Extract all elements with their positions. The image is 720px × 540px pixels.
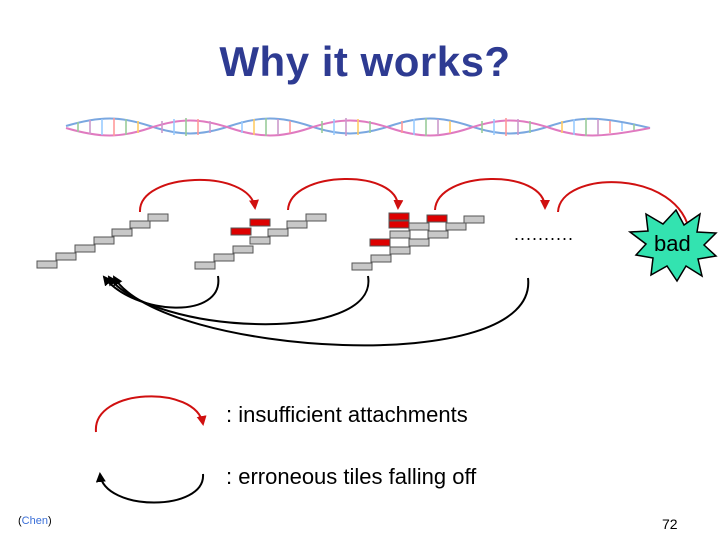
tile-staircase-1 <box>36 213 169 269</box>
legend-red-arrow <box>94 395 207 433</box>
tile-erroneous <box>388 220 410 229</box>
tile-erroneous <box>426 214 448 223</box>
black-arrow <box>112 275 530 347</box>
tile <box>129 220 151 229</box>
tile <box>389 246 411 255</box>
tile <box>55 252 77 261</box>
black-arrows <box>102 275 530 347</box>
credit: (Chen) <box>18 515 52 527</box>
legend-insufficient-attachments: : insufficient attachments <box>226 402 468 427</box>
red-arrow <box>434 178 550 211</box>
tile-erroneous <box>230 227 252 236</box>
black-arrow <box>102 275 220 309</box>
tile-erroneous <box>369 238 391 247</box>
tile <box>286 220 308 229</box>
page-number: 72 <box>662 516 678 532</box>
legend-erroneous-tiles: : erroneous tiles falling off <box>226 464 477 489</box>
black-arrow <box>107 275 370 326</box>
dna-helix-icon <box>65 117 651 137</box>
tile-erroneous <box>388 212 410 221</box>
slide-title: Why it works? <box>219 38 511 85</box>
tile <box>408 222 430 231</box>
tile <box>305 213 327 222</box>
red-arrow <box>138 179 259 213</box>
tile <box>147 213 169 222</box>
credit-name: Chen <box>21 515 48 527</box>
tile <box>427 230 449 239</box>
tile <box>249 236 271 245</box>
tile-staircase-3 <box>351 212 485 271</box>
tile <box>267 228 289 237</box>
ellipsis: .......... <box>514 224 575 244</box>
tile <box>93 236 115 245</box>
red-arrow <box>287 178 404 211</box>
red-arrows <box>138 178 694 236</box>
legend-black-arrow <box>95 472 205 504</box>
tile <box>194 261 216 270</box>
tile-staircase-2 <box>194 213 327 270</box>
tile <box>232 245 254 254</box>
tile-erroneous <box>249 218 271 227</box>
tile <box>36 260 58 269</box>
tile <box>408 238 430 247</box>
tile <box>445 222 467 231</box>
tile <box>463 215 485 224</box>
tile <box>370 254 392 263</box>
bad-label: bad <box>654 231 691 256</box>
bad-starburst-icon <box>627 208 718 283</box>
tile <box>351 262 373 271</box>
tile <box>74 244 96 253</box>
tile <box>213 253 235 262</box>
tile <box>389 230 411 239</box>
red-arrow <box>557 181 694 236</box>
tile <box>111 228 133 237</box>
